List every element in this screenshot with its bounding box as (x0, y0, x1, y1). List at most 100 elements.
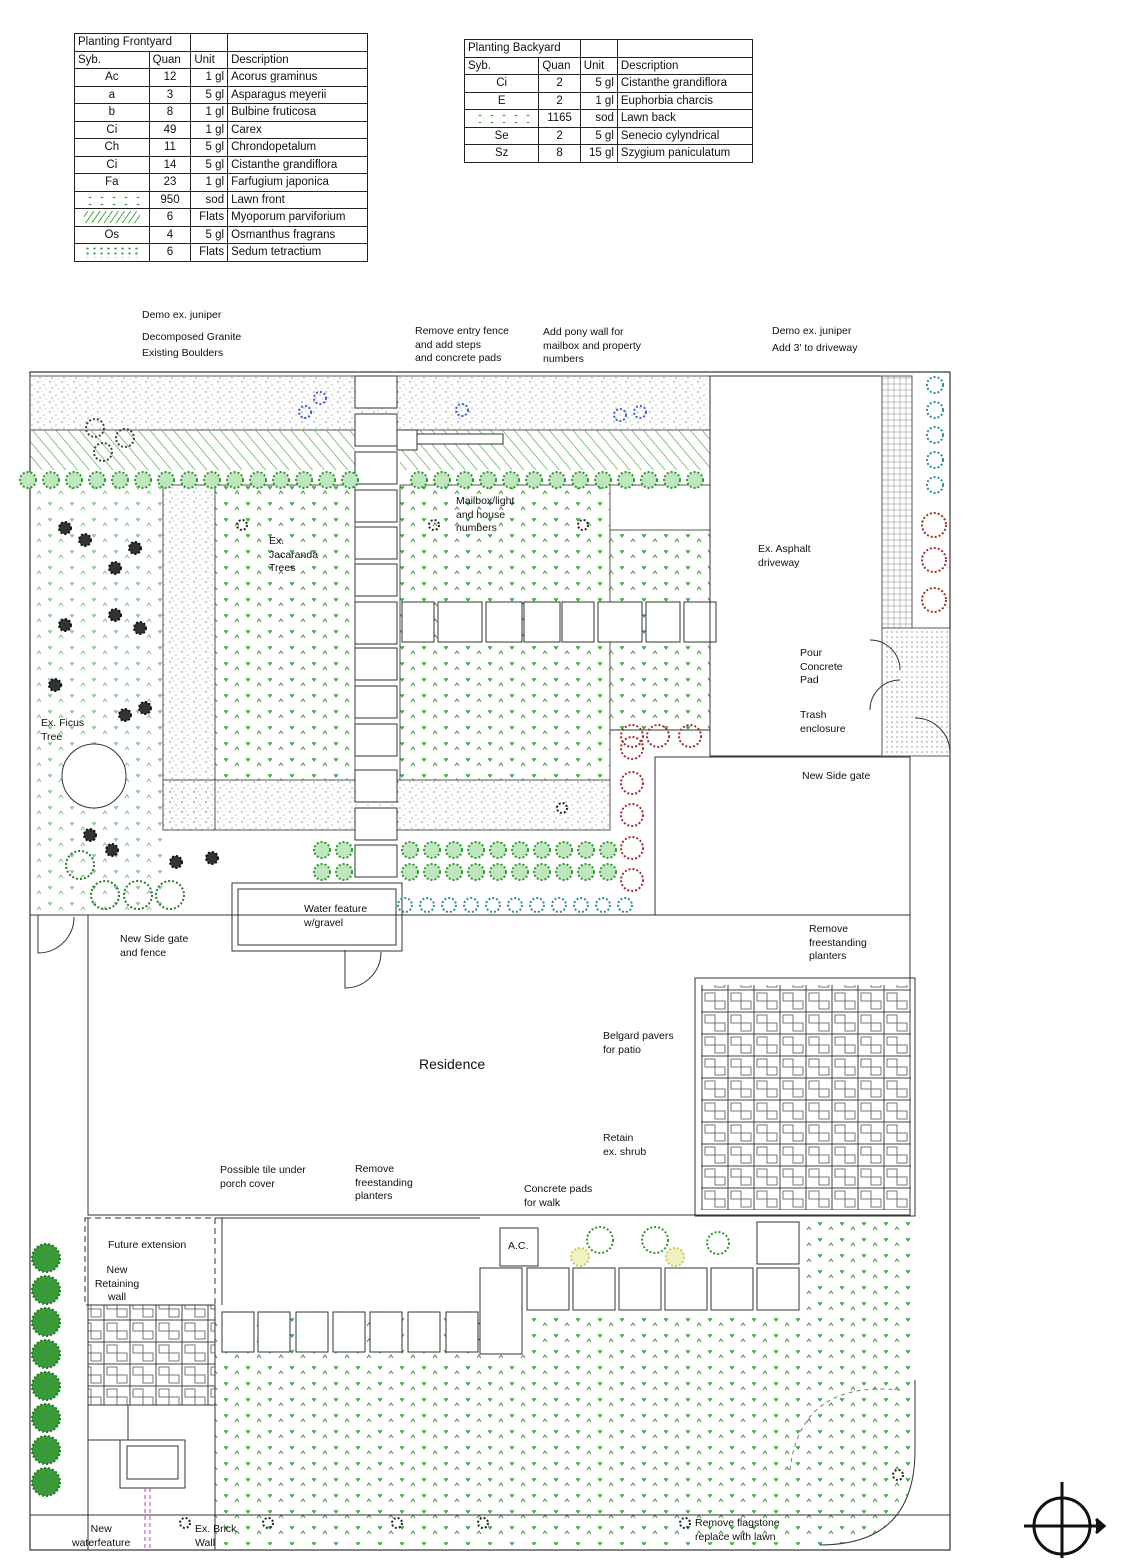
symbol-cell: Ch (74, 138, 150, 157)
unit-cell: 1 gl (190, 173, 229, 192)
tree-marker-icon (179, 1517, 191, 1529)
description-cell: Asparagus meyerii (227, 85, 368, 104)
unit-cell: 5 gl (190, 85, 229, 104)
label-ficus-tree: Ex. Ficus Tree (41, 717, 85, 743)
acorus-plant-icon (423, 841, 441, 859)
symbol-swatch (74, 208, 150, 227)
cistanthe-plant-icon (551, 897, 567, 913)
description-cell: Szygium paniculatum (616, 144, 754, 163)
asparagus-plant-icon (138, 701, 152, 715)
col-header: Description (227, 50, 368, 69)
bulbine-plant-icon (613, 408, 627, 422)
label-water-feature: Water feature w/gravel (304, 903, 368, 929)
boulder-icon (93, 442, 113, 462)
symbol-cell: Ci (463, 74, 540, 93)
symbol-swatch (74, 243, 150, 262)
carex-plant-icon (203, 471, 221, 489)
acorus-plant-icon (511, 841, 529, 859)
chondropetalum-plant-icon (620, 803, 644, 827)
osmanthus-plant-icon (65, 850, 95, 880)
szygium-plant-icon (31, 1435, 61, 1465)
acorus-plant-icon (445, 841, 463, 859)
juniper-plant-icon (926, 476, 944, 494)
boulder-icon (115, 428, 135, 448)
label-asphalt-driveway: Ex. Asphalt driveway (758, 543, 811, 569)
label-remove-flagstone: Remove flagstone replace with lawn (695, 1517, 780, 1543)
quantity-cell: 6 (148, 243, 192, 262)
osmanthus-plant-icon (90, 880, 120, 910)
unit-cell: 5 gl (190, 225, 229, 244)
description-cell: Senecio cylyndrical (616, 126, 754, 145)
stepping-stone (354, 723, 398, 757)
carex-plant-icon (548, 471, 566, 489)
label-side-gate-left: New Side gate and fence (120, 933, 189, 959)
euphorbia-plant-icon (665, 1247, 685, 1267)
description-cell: Chrondopetalum (227, 138, 368, 157)
walk-pad (526, 1267, 570, 1311)
tree-marker-icon (236, 519, 248, 531)
asparagus-plant-icon (128, 541, 142, 555)
description-cell: Euphorbia charcis (616, 91, 754, 110)
acorus-plant-icon (401, 841, 419, 859)
carex-plant-icon (502, 471, 520, 489)
carex-plant-icon (341, 471, 359, 489)
stepping-stone (354, 844, 398, 878)
chondropetalum-plant-icon (678, 724, 702, 748)
carex-plant-icon (249, 471, 267, 489)
asparagus-plant-icon (118, 708, 132, 722)
planting-frontyard-table: Planting Frontyard Syb. Quan Unit Descri… (73, 33, 368, 262)
label-remove-planters-right: Remove freestanding planters (809, 923, 867, 962)
hatch-symbol-icon (83, 211, 140, 224)
chondropetalum-plant-icon (620, 836, 644, 860)
cistanthe-plant-icon (463, 897, 479, 913)
description-cell: Acorus graminus (227, 68, 368, 87)
tree-marker-icon (477, 1517, 489, 1529)
tree-marker-icon (679, 1517, 691, 1529)
euphorbia-plant-icon (570, 1247, 590, 1267)
stepping-stone (354, 451, 398, 485)
col-header: Description (616, 56, 754, 75)
juniper-plant-icon (926, 426, 944, 444)
carex-plant-icon (525, 471, 543, 489)
stepping-stone (354, 601, 398, 645)
col-header: Quan (148, 50, 192, 69)
walk-pad (756, 1221, 800, 1265)
cistanthe-plant-icon (419, 897, 435, 913)
carex-plant-icon (111, 471, 129, 489)
label-demo-juniper: Demo ex. juniper (142, 309, 222, 321)
acorus-plant-icon (533, 841, 551, 859)
quantity-cell: 8 (148, 103, 192, 122)
acorus-plant-icon (335, 863, 353, 881)
unit-cell: Flats (190, 243, 229, 262)
stepping-stone (354, 413, 398, 447)
cistanthe-plant-icon (441, 897, 457, 913)
szygium-plant-icon (31, 1371, 61, 1401)
szygium-plant-icon (31, 1307, 61, 1337)
acorus-plant-icon (335, 841, 353, 859)
concrete-paver (597, 601, 643, 643)
quantity-cell: 3 (148, 85, 192, 104)
porch-pad (369, 1311, 403, 1353)
stepping-stone (354, 526, 398, 560)
acorus-plant-icon (445, 863, 463, 881)
acorus-plant-icon (599, 863, 617, 881)
label-new-waterfeature: New waterfeature (72, 1523, 131, 1549)
symbol-swatch (74, 190, 150, 209)
hatch-symbol-icon (83, 246, 140, 259)
szygium-plant-icon (31, 1275, 61, 1305)
quantity-cell: 12 (148, 68, 192, 87)
osmanthus-plant-icon (155, 880, 185, 910)
asparagus-plant-icon (105, 843, 119, 857)
unit-cell: sod (190, 190, 229, 209)
bulbine-plant-icon (313, 391, 327, 405)
symbol-cell: Ci (74, 155, 150, 174)
porch-pad (332, 1311, 366, 1353)
